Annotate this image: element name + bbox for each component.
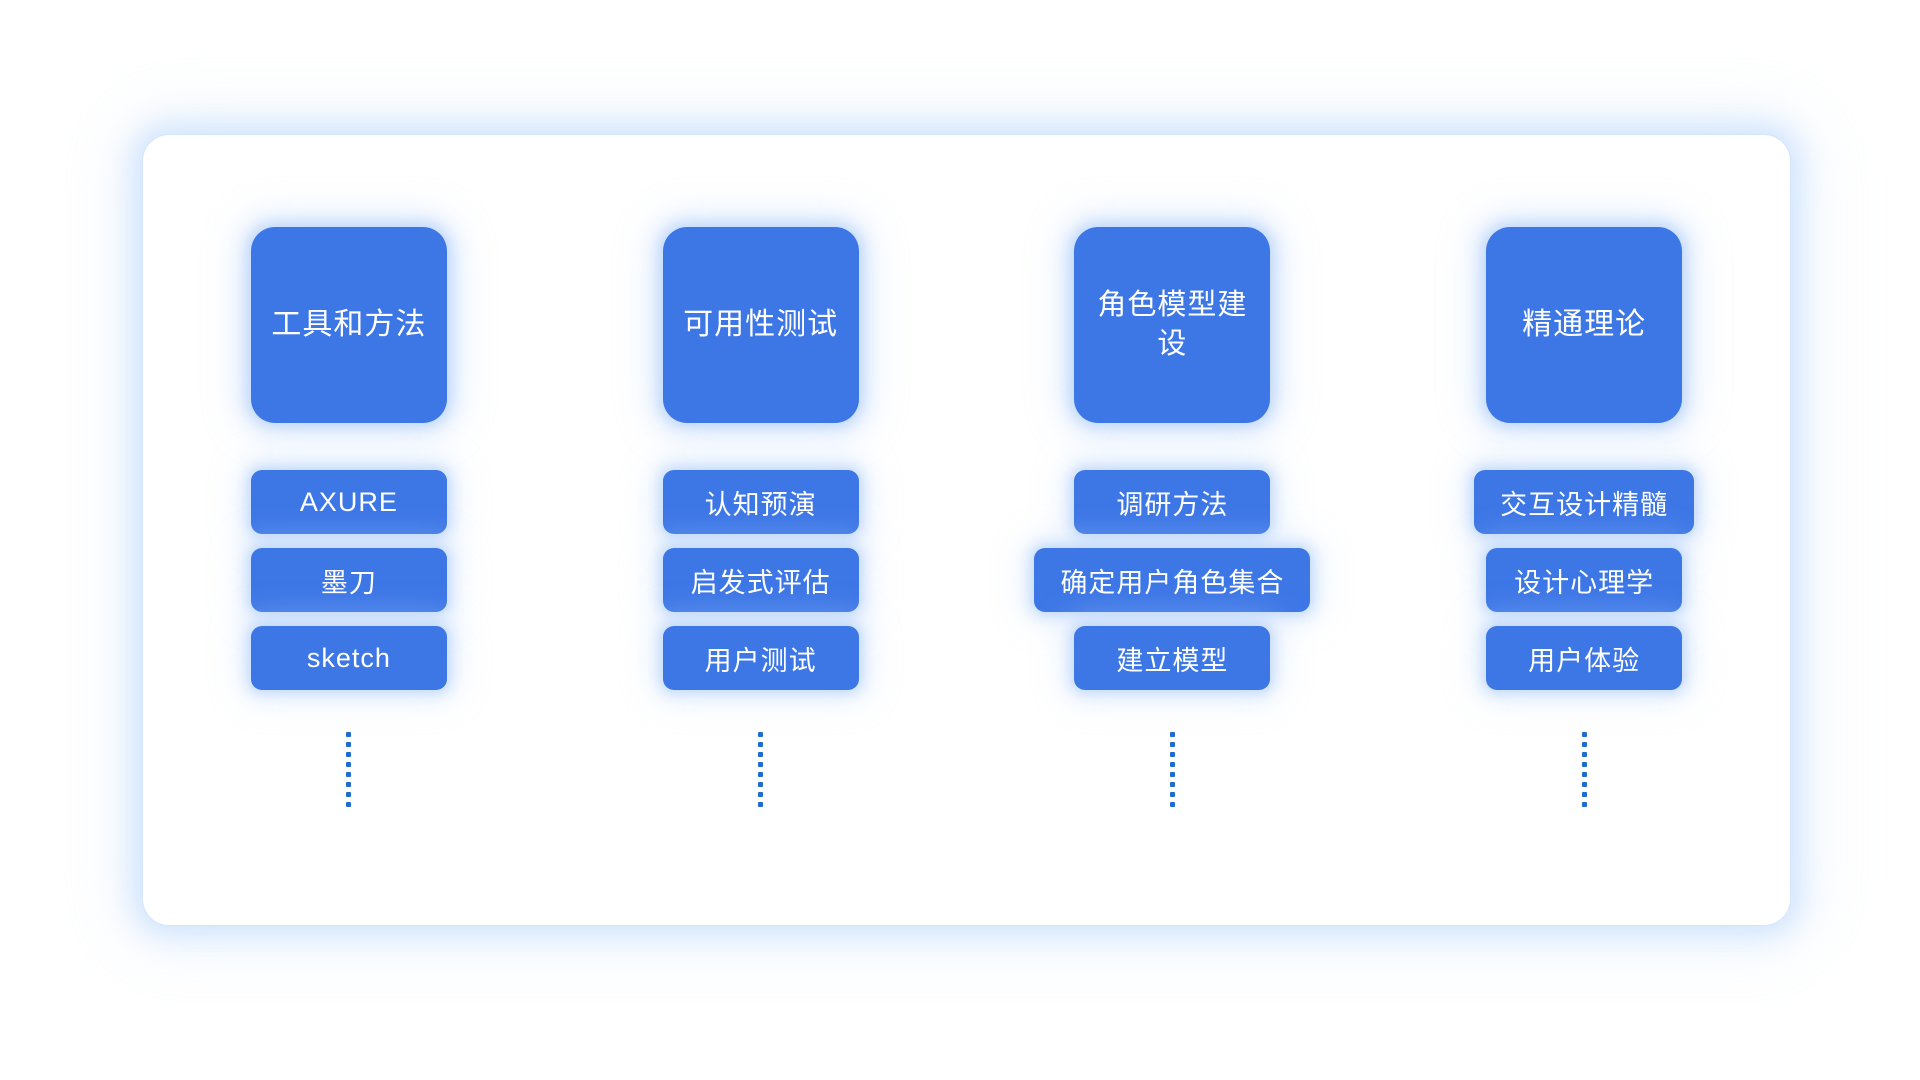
category-header-card-4[interactable]: 精通理论 (1486, 227, 1683, 423)
category-columns: 工具和方法 AXURE 墨刀 sketch (143, 135, 1790, 925)
ellipsis-dot (1581, 792, 1587, 797)
ellipsis-dot (1581, 782, 1587, 787)
ellipsis-dot (1169, 742, 1175, 747)
ellipsis-dot (758, 782, 764, 787)
category-item-list-2: 认知预演 启发式评估 用户测试 (662, 470, 859, 690)
ellipsis-dot (1581, 742, 1587, 747)
ellipsis-dot (346, 742, 352, 747)
ellipsis-dot (1169, 732, 1175, 737)
category-item-1-1[interactable]: AXURE (250, 470, 447, 534)
category-item-3-1[interactable]: 调研方法 (1074, 470, 1271, 534)
category-column-3: 角色模型建设 调研方法 确定用户角色集合 建立模型 (967, 135, 1379, 807)
category-item-3-2[interactable]: 确定用户角色集合 (1034, 548, 1311, 612)
category-item-2-2[interactable]: 启发式评估 (662, 548, 859, 612)
ellipsis-dot (346, 792, 352, 797)
category-item-4-2[interactable]: 设计心理学 (1486, 548, 1683, 612)
category-column-1: 工具和方法 AXURE 墨刀 sketch (143, 135, 555, 807)
ellipsis-dot (1169, 772, 1175, 777)
ellipsis-dot (1169, 792, 1175, 797)
ellipsis-dot (1169, 762, 1175, 767)
more-items-ellipsis-3 (1169, 732, 1175, 807)
ellipsis-dot (1581, 732, 1587, 737)
ellipsis-dot (758, 762, 764, 767)
ellipsis-dot (1169, 782, 1175, 787)
ellipsis-dot (758, 792, 764, 797)
ellipsis-dot (758, 772, 764, 777)
category-item-1-2[interactable]: 墨刀 (250, 548, 447, 612)
category-header-card-1[interactable]: 工具和方法 (250, 227, 447, 423)
category-column-4: 精通理论 交互设计精髓 设计心理学 用户体验 (1378, 135, 1790, 807)
ellipsis-dot (758, 742, 764, 747)
more-items-ellipsis-2 (758, 732, 764, 807)
ellipsis-dot (346, 782, 352, 787)
category-item-list-1: AXURE 墨刀 sketch (250, 470, 447, 690)
ellipsis-dot (758, 802, 764, 807)
ellipsis-dot (346, 772, 352, 777)
category-item-3-3[interactable]: 建立模型 (1074, 626, 1271, 690)
category-item-4-1[interactable]: 交互设计精髓 (1474, 470, 1695, 534)
ellipsis-dot (1581, 802, 1587, 807)
ellipsis-dot (1581, 772, 1587, 777)
ellipsis-dot (758, 752, 764, 757)
category-item-2-1[interactable]: 认知预演 (662, 470, 859, 534)
category-column-2: 可用性测试 认知预演 启发式评估 用户测试 (555, 135, 967, 807)
category-item-1-3[interactable]: sketch (250, 626, 447, 690)
category-item-list-3: 调研方法 确定用户角色集合 建立模型 (1034, 470, 1311, 690)
category-item-list-4: 交互设计精髓 设计心理学 用户体验 (1474, 470, 1695, 690)
category-header-card-2[interactable]: 可用性测试 (662, 227, 859, 423)
ellipsis-dot (1581, 752, 1587, 757)
ellipsis-dot (346, 732, 352, 737)
ellipsis-dot (346, 752, 352, 757)
ellipsis-dot (758, 732, 764, 737)
category-item-2-3[interactable]: 用户测试 (662, 626, 859, 690)
more-items-ellipsis-1 (346, 732, 352, 807)
more-items-ellipsis-4 (1581, 732, 1587, 807)
ellipsis-dot (1169, 802, 1175, 807)
ellipsis-dot (346, 802, 352, 807)
content-panel: 工具和方法 AXURE 墨刀 sketch (143, 135, 1790, 925)
ellipsis-dot (346, 762, 352, 767)
category-item-4-3[interactable]: 用户体验 (1486, 626, 1683, 690)
ellipsis-dot (1581, 762, 1587, 767)
ellipsis-dot (1169, 752, 1175, 757)
category-header-card-3[interactable]: 角色模型建设 (1074, 227, 1271, 423)
